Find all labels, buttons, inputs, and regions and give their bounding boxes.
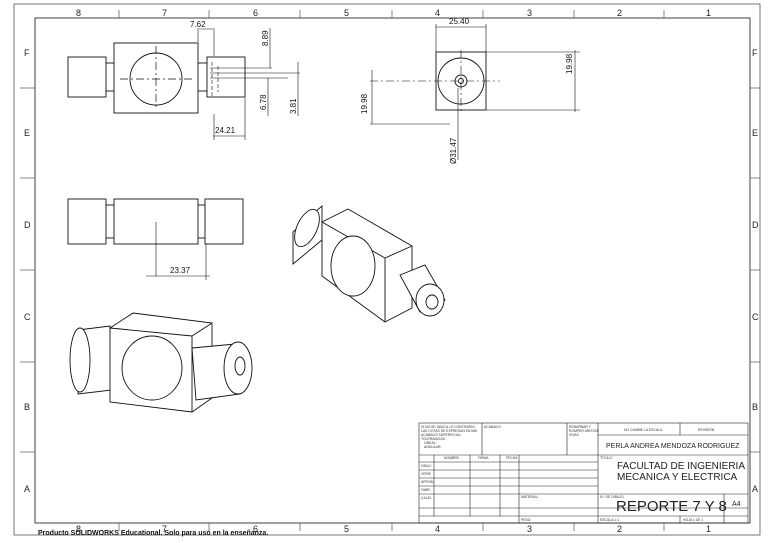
- zone-col-top: 2: [617, 8, 622, 18]
- tb-note: ACABADO SUPERFICIAL:: [421, 433, 462, 437]
- front-right-shaft: [204, 198, 244, 245]
- tb-rebarbar: VIVAS: [569, 433, 579, 437]
- tb-n-dibujo: N.º DE DIBUJO: [600, 495, 624, 499]
- zone-col-top: 8: [76, 8, 81, 18]
- outer-border: [13, 3, 761, 536]
- tb-title-line1: FACULTAD DE INGENIERIA: [617, 461, 745, 472]
- zone-row-right: D: [752, 220, 759, 230]
- zone-col-bottom: 6: [253, 524, 258, 534]
- zone-row-right: F: [752, 48, 758, 58]
- dim-label: Ø31.47: [449, 137, 458, 164]
- dim-label: 23.37: [170, 266, 191, 275]
- tb-note: ANGULAR:: [424, 445, 441, 449]
- educational-watermark: Producto SOLIDWORKS Educational. Solo pa…: [38, 530, 269, 537]
- dim-label: 7.62: [190, 20, 206, 29]
- zone-col-bottom: 2: [617, 524, 622, 534]
- top-view: [67, 28, 300, 140]
- tb-row-label: FABR.: [421, 488, 431, 492]
- tb-col-header: FIRMA: [478, 456, 489, 460]
- tb-acabado: ACABADO:: [484, 425, 502, 429]
- zone-ticks: [20, 10, 760, 531]
- zone-row-right: C: [752, 312, 759, 322]
- dim-label: 19.98: [360, 93, 369, 114]
- dim-label: 8.89: [261, 30, 270, 46]
- zone-col-top: 6: [253, 8, 258, 18]
- title-block-text: SI NO SE INDICA LO CONTRARIO: LAS COTAS …: [421, 425, 745, 522]
- zone-row-right: B: [752, 402, 758, 412]
- zone-row-right: E: [752, 128, 758, 138]
- iso-view-bottom: [69, 312, 253, 413]
- tb-escala: ESCALA:1:1: [600, 518, 619, 522]
- zone-col-top: 3: [527, 8, 532, 18]
- side-view: [370, 24, 580, 160]
- tb-rebarbar: REBARBAR Y: [569, 425, 592, 429]
- zone-col-bottom: 8: [76, 524, 81, 534]
- dim-label: 3.81: [289, 98, 298, 114]
- zone-row-right: A: [752, 484, 758, 494]
- tb-note: TOLERANCIAS:: [421, 437, 446, 441]
- tb-title-line2: MECANICA Y ELECTRICA: [617, 472, 738, 483]
- zone-col-top: 1: [706, 8, 711, 18]
- tb-drawing-number: REPORTE 7 Y 8: [616, 498, 727, 515]
- tb-row-label: DIBUJ.: [421, 464, 432, 468]
- left-shaft: [67, 56, 107, 98]
- dim-label: 19.98: [565, 53, 574, 74]
- zone-col-bottom: 1: [706, 524, 711, 534]
- tb-peso: PESO:: [521, 518, 531, 522]
- tb-row-label: VERIF.: [421, 472, 432, 476]
- zone-row-left: E: [24, 128, 30, 138]
- zone-row-left: D: [24, 220, 31, 230]
- zone-row-left: B: [24, 402, 30, 412]
- dim-label: 25.40: [449, 17, 470, 26]
- zone-col-top: 7: [162, 8, 167, 18]
- inner-border: [34, 17, 751, 524]
- tb-author: PERLA ANDREA MENDOZA RODRIGUEZ: [606, 443, 740, 450]
- center-block: [113, 42, 199, 114]
- tb-titulo-label: TÍTULO:: [600, 456, 613, 460]
- tb-no-cambie: NO CAMBIE LA ESCALA: [624, 428, 663, 432]
- dim-label: 24.21: [215, 126, 236, 135]
- tb-note: LAS COTAS SE EXPRESAN EN MM: [421, 429, 477, 433]
- tb-hoja: HOJA 1 DE 1: [683, 518, 703, 522]
- right-shaft: [206, 56, 246, 98]
- tb-col-header: FECHA: [506, 456, 518, 460]
- front-left-shaft: [67, 198, 107, 245]
- zone-col-bottom: 7: [162, 524, 167, 534]
- zone-col-top: 5: [344, 8, 349, 18]
- front-view: [67, 198, 244, 280]
- zone-row-left: C: [24, 312, 31, 322]
- zone-col-top: 4: [435, 8, 440, 18]
- tb-size: A4: [732, 501, 741, 508]
- zone-col-bottom: 4: [435, 524, 440, 534]
- zone-col-bottom: 3: [527, 524, 532, 534]
- title-block: [418, 422, 749, 524]
- zone-row-left: F: [24, 48, 30, 58]
- tb-row-label: CALID.: [421, 496, 432, 500]
- zone-col-bottom: 5: [344, 524, 349, 534]
- tb-revision: REVISIÓN: [698, 427, 715, 432]
- tb-note: SI NO SE INDICA LO CONTRARIO:: [421, 425, 476, 429]
- dim-label: 6.78: [259, 94, 268, 110]
- iso-view-center: [292, 204, 446, 323]
- tb-note: LINEAL:: [424, 441, 437, 445]
- tb-row-label: APROB.: [421, 480, 434, 484]
- tb-col-header: NOMBRE: [444, 456, 460, 460]
- tb-material: MATERIAL:: [521, 495, 539, 499]
- zone-row-left: A: [24, 484, 30, 494]
- tb-rebarbar: ROMPER ARISTAS: [569, 429, 600, 433]
